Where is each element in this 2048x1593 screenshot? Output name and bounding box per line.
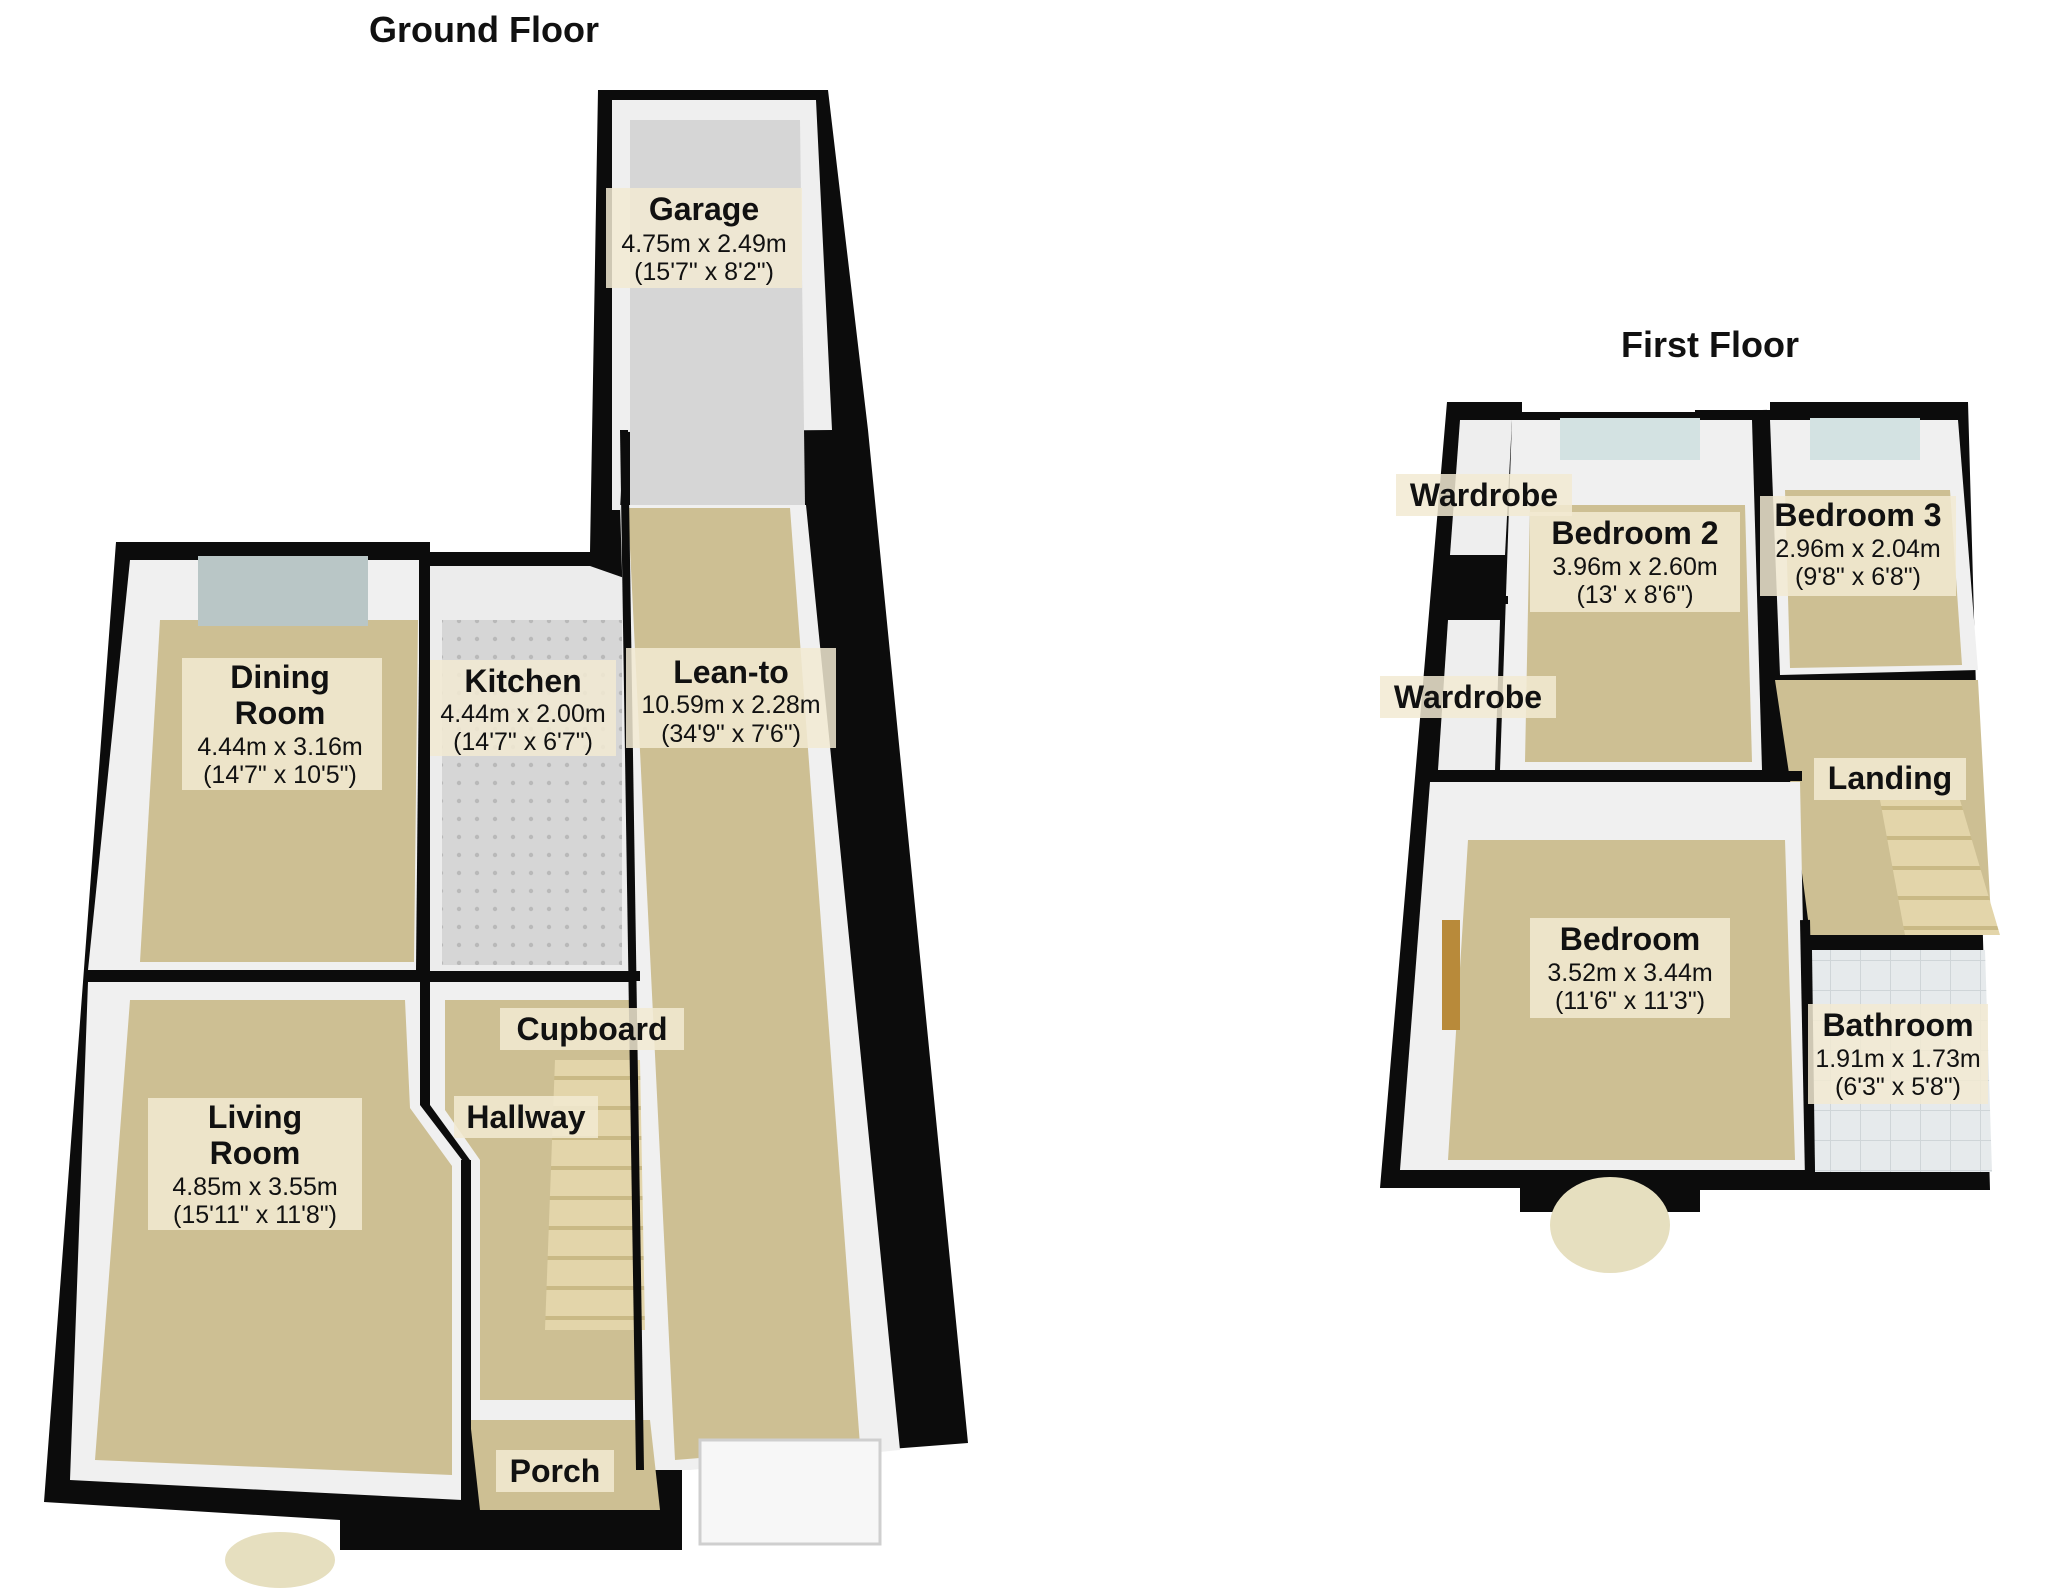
bedroom-3-metric: 2.96m x 2.04m (1775, 535, 1940, 563)
living-metric: 4.85m x 3.55m (172, 1173, 337, 1201)
landing-name: Landing (1828, 760, 1952, 796)
porch-name: Porch (510, 1453, 601, 1489)
dining-imperial: (14'7" x 10'5") (203, 761, 357, 789)
living-name-line2: Room (210, 1135, 301, 1171)
dining-window-glass (198, 556, 368, 626)
bedroom-imperial: (11'6" x 11'3") (1555, 987, 1705, 1015)
living-name-line1: Living (208, 1099, 302, 1135)
bathroom-imperial: (6'3" x 5'8") (1835, 1073, 1961, 1101)
garage-name: Garage (649, 191, 759, 227)
bathroom-metric: 1.91m x 1.73m (1815, 1045, 1980, 1073)
ground-floor-plan (44, 90, 968, 1588)
bedroom-radiator (1442, 920, 1460, 1030)
bedroom-metric: 3.52m x 3.44m (1547, 959, 1712, 987)
lean-to-name: Lean-to (673, 654, 789, 690)
landing-stairs (1880, 800, 2000, 935)
lean-to-metric: 10.59m x 2.28m (641, 691, 820, 719)
kitchen-imperial: (14'7" x 6'7") (453, 728, 593, 756)
kitchen-name: Kitchen (464, 663, 581, 699)
bedroom-2-imperial: (13' x 8'6") (1576, 581, 1693, 609)
bedroom-3-name: Bedroom 3 (1774, 497, 1941, 533)
garage-metric: 4.75m x 2.49m (621, 230, 786, 258)
cupboard-name: Cupboard (516, 1011, 667, 1047)
living-imperial: (15'11" x 11'8") (173, 1201, 337, 1229)
dining-name-line1: Dining (230, 659, 330, 695)
dining-name-line2: Room (235, 695, 326, 731)
lean-to-garage-door (698, 1438, 882, 1546)
garage-imperial: (15'7" x 8'2") (634, 258, 774, 286)
first-floor-title: First Floor (1621, 324, 1799, 365)
kitchen-metric: 4.44m x 2.00m (440, 700, 605, 728)
bedroom-name: Bedroom (1560, 921, 1700, 957)
bedroom-bay-window (1550, 1177, 1670, 1273)
lean-to-imperial: (34'9" x 7'6") (661, 720, 801, 748)
living-bay-window (225, 1532, 335, 1588)
bedroom-3-imperial: (9'8" x 6'8") (1795, 563, 1921, 591)
wardrobe-bottom-name: Wardrobe (1394, 679, 1542, 715)
wardrobe-top-name: Wardrobe (1410, 477, 1558, 513)
bedroom-2-name: Bedroom 2 (1551, 515, 1718, 551)
dining-metric: 4.44m x 3.16m (197, 733, 362, 761)
bathroom-name: Bathroom (1822, 1007, 1973, 1043)
bedroom-2-metric: 3.96m x 2.60m (1552, 553, 1717, 581)
ground-floor-title: Ground Floor (369, 9, 599, 50)
hallway-name: Hallway (466, 1099, 585, 1135)
